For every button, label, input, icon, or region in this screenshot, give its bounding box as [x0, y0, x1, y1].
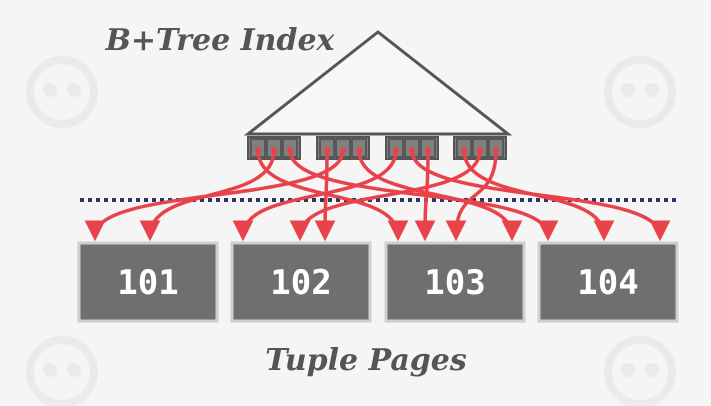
page-number: 101 — [117, 263, 178, 303]
leaf-node — [316, 136, 370, 160]
skull-icon — [26, 56, 98, 128]
leaf-node — [247, 136, 301, 160]
pointer-arrow — [357, 150, 523, 242]
pointer-arrow — [288, 149, 559, 242]
pointer-arrow — [414, 150, 436, 242]
background-watermark — [26, 56, 676, 406]
index-title: B+Tree Index — [105, 23, 336, 58]
tuple-page: 102 — [230, 241, 372, 323]
page-number: 104 — [577, 263, 638, 303]
pointer-arrow — [462, 150, 615, 242]
tuple-page: 104 — [537, 241, 679, 323]
tuple-page: 103 — [384, 241, 526, 323]
tuple-page: 101 — [77, 241, 219, 323]
skull-icon — [604, 336, 676, 406]
page-number: 102 — [270, 263, 331, 303]
pointer-arrow — [289, 149, 482, 242]
pointer-arrow — [410, 149, 671, 242]
pages-title: Tuple Pages — [265, 343, 467, 378]
btree-triangle — [243, 30, 513, 136]
page-number: 103 — [424, 263, 485, 303]
tuple-pages: 101 102 103 104 — [77, 241, 679, 323]
leaf-nodes — [247, 136, 507, 160]
pointer-arrows — [84, 149, 671, 242]
pointer-arrow — [445, 150, 498, 242]
pointer-arrow — [84, 149, 345, 242]
pointer-arrow — [139, 150, 276, 242]
skull-icon — [604, 56, 676, 128]
pointer-arrow — [232, 150, 398, 242]
skull-icon — [26, 336, 98, 406]
pointer-arrow — [256, 150, 409, 242]
